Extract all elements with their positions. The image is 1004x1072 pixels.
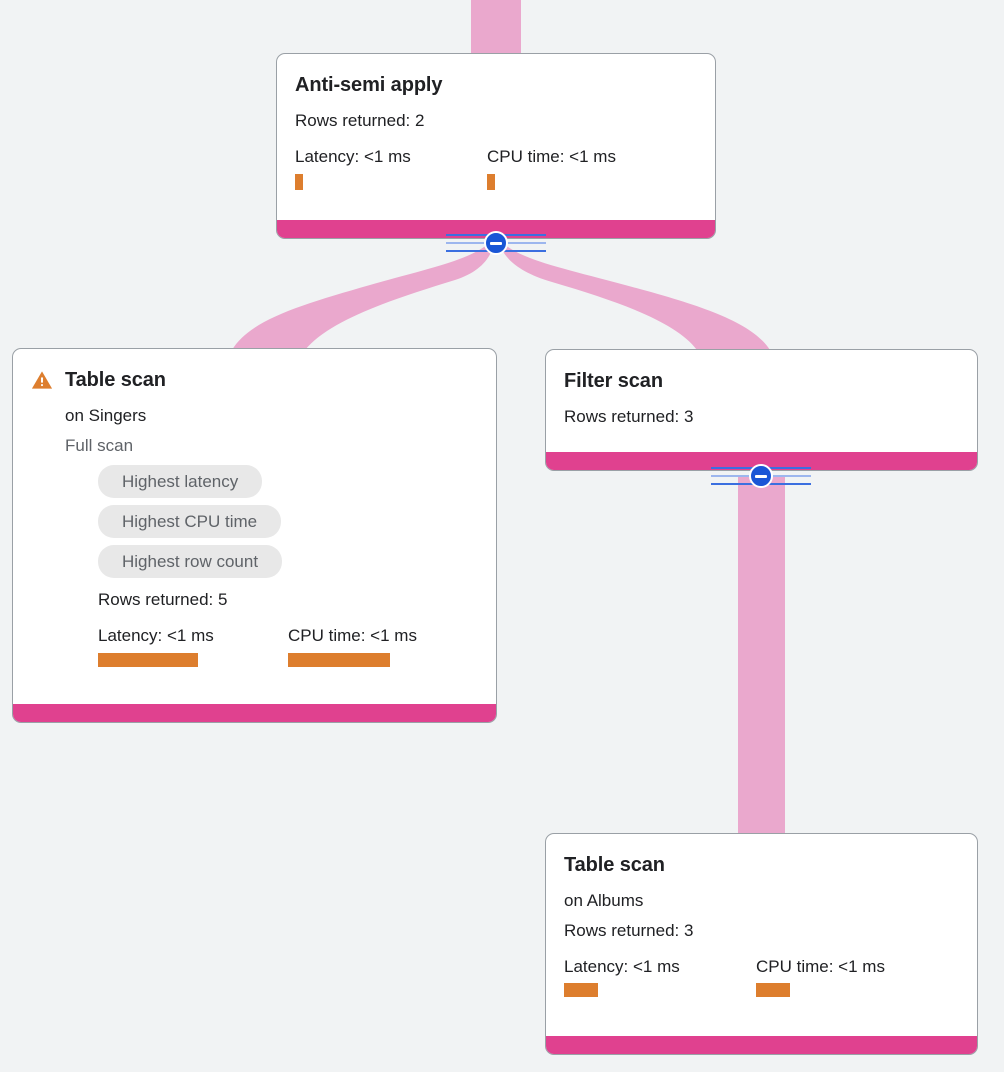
latency-bar — [295, 173, 303, 190]
node-accent-bar — [13, 704, 496, 722]
node-metrics: Latency: <1 ms CPU time: <1 ms — [564, 956, 959, 998]
toggle-filter-scan[interactable] — [711, 463, 811, 489]
minus-circle-icon[interactable] — [749, 464, 773, 488]
chip-highest-row-count[interactable]: Highest row count — [98, 545, 283, 579]
node-accent-bar — [546, 452, 977, 470]
node-subtitle: on Albums — [564, 891, 644, 910]
latency-metric: Latency: <1 ms — [295, 146, 487, 190]
node-subtitle: on Singers — [65, 406, 147, 425]
rows-returned: Rows returned: 3 — [564, 407, 694, 426]
cpu-time-bar — [288, 652, 390, 667]
warning-triangle-icon — [31, 371, 53, 389]
rows-returned: Rows returned: 2 — [295, 111, 425, 130]
node-header: Table scan — [31, 369, 478, 391]
edge-root-to-table-scan-singers — [232, 243, 494, 350]
cpu-time-label: CPU time: <1 ms — [288, 626, 417, 645]
cpu-metric: CPU time: <1 ms — [756, 956, 885, 998]
cpu-time-label: CPU time: <1 ms — [756, 956, 885, 976]
node-header: Filter scan — [564, 370, 959, 392]
node-metrics: Latency: <1 ms CPU time: <1 ms — [295, 146, 697, 190]
node-chip-list: Highest latency Highest CPU time Highest… — [98, 464, 478, 579]
node-accent-bar — [277, 220, 715, 238]
minus-circle-icon[interactable] — [484, 231, 508, 255]
cpu-time-bar — [487, 173, 495, 190]
cpu-time-bar — [756, 983, 790, 998]
cpu-time-label: CPU time: <1 ms — [487, 146, 616, 166]
edge-root-inflow — [471, 0, 521, 55]
rows-returned: Rows returned: 3 — [564, 920, 694, 940]
latency-label: Latency: <1 ms — [98, 626, 214, 645]
edge-root-to-filter-scan — [499, 243, 770, 350]
node-header: Anti-semi apply — [295, 74, 697, 96]
node-metrics: Latency: <1 ms CPU time: <1 ms — [98, 625, 478, 667]
node-title: Table scan — [65, 369, 166, 391]
node-scan-type: Full scan — [65, 435, 134, 455]
edge-filter-scan-to-table-scan-albums — [738, 476, 785, 838]
latency-bar — [564, 983, 598, 998]
node-table-scan-albums[interactable]: Table scan on Albums Rows returned: 3 La… — [545, 833, 978, 1055]
latency-metric: Latency: <1 ms — [98, 625, 288, 667]
node-table-scan-singers[interactable]: Table scan on Singers Full scan Highest … — [12, 348, 497, 723]
node-filter-scan[interactable]: Filter scan Rows returned: 3 — [545, 349, 978, 471]
latency-label: Latency: <1 ms — [564, 956, 680, 976]
latency-bar — [98, 652, 198, 667]
rows-returned: Rows returned: 5 — [98, 590, 228, 610]
node-anti-semi-apply[interactable]: Anti-semi apply Rows returned: 2 Latency… — [276, 53, 716, 239]
chip-highest-latency[interactable]: Highest latency — [98, 464, 263, 498]
node-title: Filter scan — [564, 370, 663, 392]
cpu-metric: CPU time: <1 ms — [288, 625, 417, 667]
latency-metric: Latency: <1 ms — [564, 956, 756, 998]
toggle-anti-semi-apply[interactable] — [446, 230, 546, 256]
node-accent-bar — [546, 1036, 977, 1054]
node-title: Anti-semi apply — [295, 74, 443, 96]
node-title: Table scan — [564, 854, 665, 876]
node-header: Table scan — [564, 854, 959, 876]
latency-label: Latency: <1 ms — [295, 146, 411, 166]
chip-highest-cpu-time[interactable]: Highest CPU time — [98, 504, 282, 538]
cpu-metric: CPU time: <1 ms — [487, 146, 616, 190]
